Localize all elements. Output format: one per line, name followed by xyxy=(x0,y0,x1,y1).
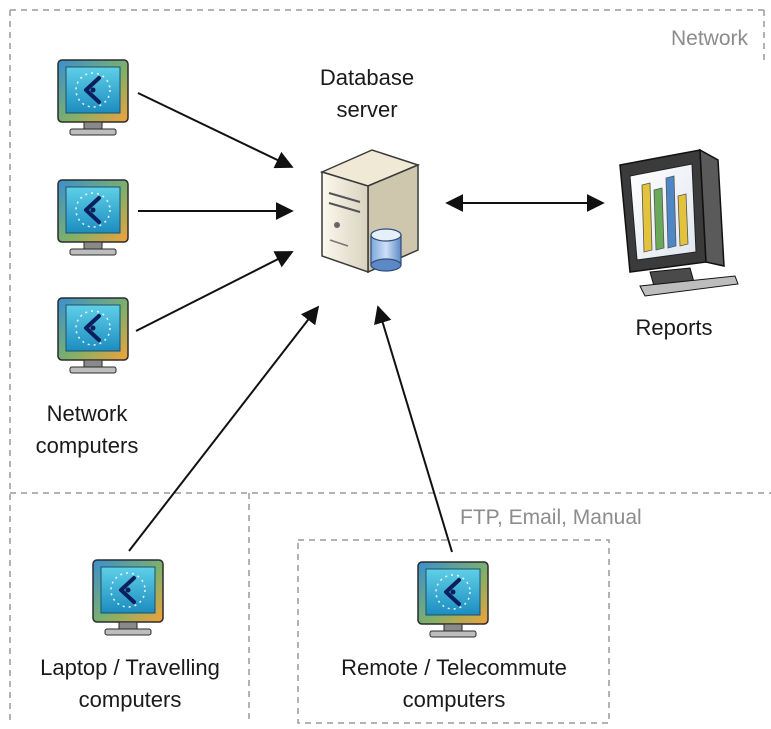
arrow-laptop-to-server xyxy=(128,305,320,552)
laptop-computers-label-line2: computers xyxy=(78,687,182,712)
reports-monitor-icon xyxy=(619,148,739,297)
computer-icon xyxy=(56,178,130,257)
database-server-label-line1: Database xyxy=(319,65,415,90)
reports-label: Reports xyxy=(635,315,713,340)
remote-zone-box xyxy=(297,539,610,724)
database-server-label: Database server xyxy=(287,62,447,126)
database-server-label-line2: server xyxy=(336,97,398,122)
database-server-icon xyxy=(319,149,421,274)
arrow-network-pc1-to-server xyxy=(137,92,294,169)
laptop-computers-label: Laptop / Travelling computers xyxy=(12,652,248,716)
arrow-remote-to-server xyxy=(374,305,453,553)
computer-icon xyxy=(91,558,165,637)
remote-channels-label: FTP, Email, Manual xyxy=(460,506,642,529)
network-zone-label: Network xyxy=(671,27,749,50)
network-computers-label: Network computers xyxy=(12,398,162,462)
remote-computers-label-line1: Remote / Telecommute xyxy=(341,655,567,680)
laptop-computers-label-line1: Laptop / Travelling xyxy=(40,655,220,680)
computer-icon xyxy=(56,58,130,137)
remote-computers-label-line2: computers xyxy=(402,687,506,712)
network-computers-label-line1: Network xyxy=(46,401,128,426)
remote-computers-label: Remote / Telecommute computers xyxy=(306,652,602,716)
arrow-network-pc3-to-server xyxy=(135,251,294,332)
computer-icon xyxy=(56,296,130,375)
computer-icon xyxy=(416,560,490,639)
network-computers-label-line2: computers xyxy=(35,433,139,458)
